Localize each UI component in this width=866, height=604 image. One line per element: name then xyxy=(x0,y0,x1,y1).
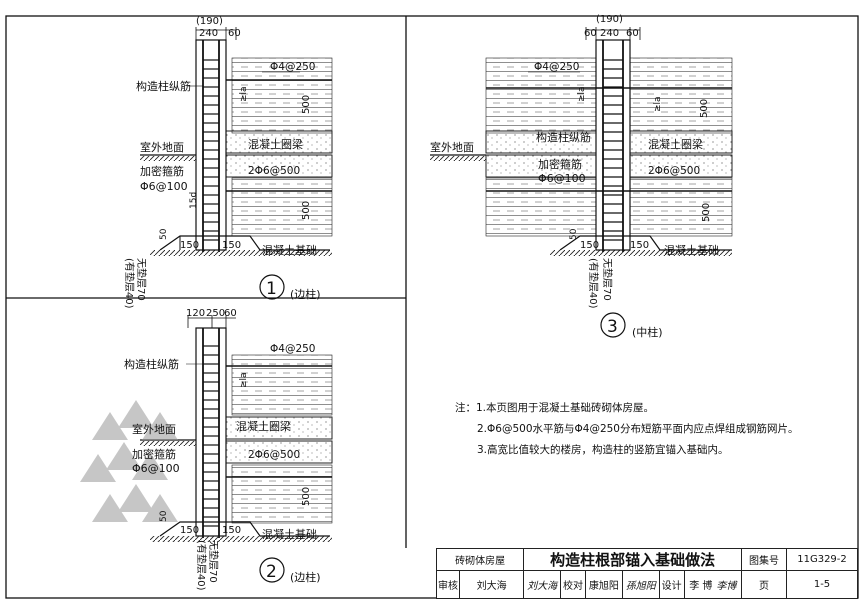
d3-cushion1: (有垫层40) xyxy=(587,258,600,309)
d3-col-rebar: 构造柱纵筋 xyxy=(536,130,591,144)
d1-found: 混凝土基础 xyxy=(262,243,317,257)
d2-cushion1: (有垫层40) xyxy=(195,540,208,591)
d2-d50: 50 xyxy=(159,510,169,522)
d1-beam: 混凝土圈梁 xyxy=(248,137,303,151)
d1-stirrup2: Φ6@100 xyxy=(140,180,188,193)
d3-d150b: 150 xyxy=(630,240,649,251)
note-2: 2.Φ6@500水平筋与Φ4@250分布短筋平面内应点焊组成钢筋网片。 xyxy=(477,423,799,435)
d2-rebar-top: Φ4@250 xyxy=(270,343,316,355)
d2-col-rebar: 构造柱纵筋 xyxy=(124,357,179,371)
d3-beam-depth2: 500 xyxy=(701,203,712,222)
note-3: 3.高宽比值较大的楼房，构造柱的竖筋宜锚入基础内。 xyxy=(477,444,729,456)
sheet-border xyxy=(5,15,859,599)
notes: 注：1.本页图用于混凝土基础砖砌体房屋。 2.Φ6@500水平筋与Φ4@250分… xyxy=(455,398,799,461)
tb-atlas-label: 图集号 xyxy=(741,548,787,571)
d1-beam-depth2: 500 xyxy=(301,201,312,220)
tb-atlas-no: 11G329-2 xyxy=(786,548,858,571)
d2-dim-c: 60 xyxy=(224,308,237,319)
d2-cushion2: 无垫层70 xyxy=(207,540,220,583)
d1-lap: 15d xyxy=(189,192,199,209)
stirrups-3 xyxy=(603,59,623,241)
tb-review-label: 审核 xyxy=(436,570,460,599)
d1-dim-a: 240 xyxy=(199,28,218,39)
d3-ground: 室外地面 xyxy=(430,140,474,154)
d3-number: 3 xyxy=(607,317,618,337)
d3-number-circle xyxy=(600,312,626,338)
d1-cushion2: 无垫层70 xyxy=(135,258,148,301)
d1-rebar-top: Φ4@250 xyxy=(270,61,316,73)
d3-found: 混凝土基础 xyxy=(664,243,719,257)
tb-checker: 康旭阳 xyxy=(584,570,623,599)
tb-designer: 李 博李博 xyxy=(683,570,743,599)
d1-col-rebar: 构造柱纵筋 xyxy=(136,79,191,93)
d3-beam: 混凝土圈梁 xyxy=(648,137,703,151)
d1-cushion1: (有垫层40) xyxy=(123,258,136,309)
d3-d150a: 150 xyxy=(580,240,599,251)
tb-reviewer: 刘大海 xyxy=(458,570,525,599)
d1-stirrup1: 加密箍筋 xyxy=(140,164,184,178)
d3-stirrup2: Φ6@100 xyxy=(538,172,586,185)
d1-caption: (边柱) xyxy=(290,287,321,301)
d3-anchor-left: ≥la xyxy=(577,86,587,102)
d2-dim-a: 120 xyxy=(186,308,205,319)
detail-2: 120 250 60 Φ4@250 ≥la 构造柱纵筋 混凝土圈梁 室外地面 加… xyxy=(80,308,333,591)
d3-beam-depth: 500 xyxy=(699,99,710,118)
d3-dim-c: 60 xyxy=(626,28,639,39)
d2-d150a: 150 xyxy=(180,525,199,536)
d1-number: 1 xyxy=(266,279,277,299)
d2-stirrup2: Φ6@100 xyxy=(132,462,180,475)
title-block: 砖砌体房屋 构造柱根部锚入基础做法 图集号 11G329-2 审核 刘大海 刘大… xyxy=(435,548,858,599)
tb-page-label: 页 xyxy=(741,570,787,599)
d1-dim-b: 60 xyxy=(228,28,241,39)
d3-dim-total: (190) xyxy=(596,14,623,25)
tb-checker-signature: 孫旭阳 xyxy=(621,570,660,599)
stirrups-2 xyxy=(203,345,219,527)
d1-mid-rebar: 2Φ6@500 xyxy=(248,165,300,177)
tb-category: 砖砌体房屋 xyxy=(435,548,525,571)
d3-d50: 50 xyxy=(569,228,579,240)
tb-reviewer-signature: 刘大海 xyxy=(523,570,562,599)
tb-designer-signature: 李博 xyxy=(716,581,737,592)
stirrups-1 xyxy=(203,59,219,241)
d1-anchor: ≥la xyxy=(239,86,249,102)
d2-beam: 混凝土圈梁 xyxy=(236,419,291,433)
tb-page-no: 1-5 xyxy=(786,570,858,599)
d2-found: 混凝土基础 xyxy=(262,527,317,541)
d1-number-circle xyxy=(259,274,285,300)
d1-d50: 50 xyxy=(159,228,169,240)
d2-dim-b: 250 xyxy=(206,308,225,319)
d2-caption: (边柱) xyxy=(290,570,321,584)
d2-d150b: 150 xyxy=(222,525,241,536)
tb-title: 构造柱根部锚入基础做法 xyxy=(523,548,742,571)
d3-mid-rebar: 2Φ6@500 xyxy=(648,165,700,177)
d1-dim-total: (190) xyxy=(196,16,223,27)
tb-check-label: 校对 xyxy=(560,570,586,599)
d3-dim-a: 60 xyxy=(584,28,597,39)
d2-anchor: ≥la xyxy=(239,372,249,388)
watermark-triangles xyxy=(80,400,178,522)
d3-caption: (中柱) xyxy=(632,325,663,339)
d3-stirrup1: 加密箍筋 xyxy=(538,157,582,171)
d2-beam-depth: 500 xyxy=(301,487,312,506)
note-1: 注：1.本页图用于混凝土基础砖砌体房屋。 xyxy=(455,402,655,414)
d2-mid-rebar: 2Φ6@500 xyxy=(248,449,300,461)
d3-anchor-right: ≥la xyxy=(653,96,663,112)
d2-number-circle xyxy=(259,557,285,583)
d1-beam-depth: 500 xyxy=(301,95,312,114)
d2-stirrup1: 加密箍筋 xyxy=(132,447,176,461)
d3-dim-b: 240 xyxy=(600,28,619,39)
d3-rebar-top: Φ4@250 xyxy=(534,61,580,73)
d3-cushion2: 无垫层70 xyxy=(601,258,614,301)
d1-d150b: 150 xyxy=(222,240,241,251)
d2-number: 2 xyxy=(266,562,277,582)
d1-d150a: 150 xyxy=(180,240,199,251)
d2-ground: 室外地面 xyxy=(132,422,176,436)
tb-design-label: 设计 xyxy=(658,570,685,599)
detail-1: (190) 240 60 Φ4@250 ≥la 500 构造柱纵筋 混凝土圈梁 … xyxy=(123,16,333,309)
detail-3: (190) 60 240 60 Φ4@250 ≥la ≥la 500 构造柱纵筋… xyxy=(430,14,733,339)
d1-ground: 室外地面 xyxy=(140,140,184,154)
